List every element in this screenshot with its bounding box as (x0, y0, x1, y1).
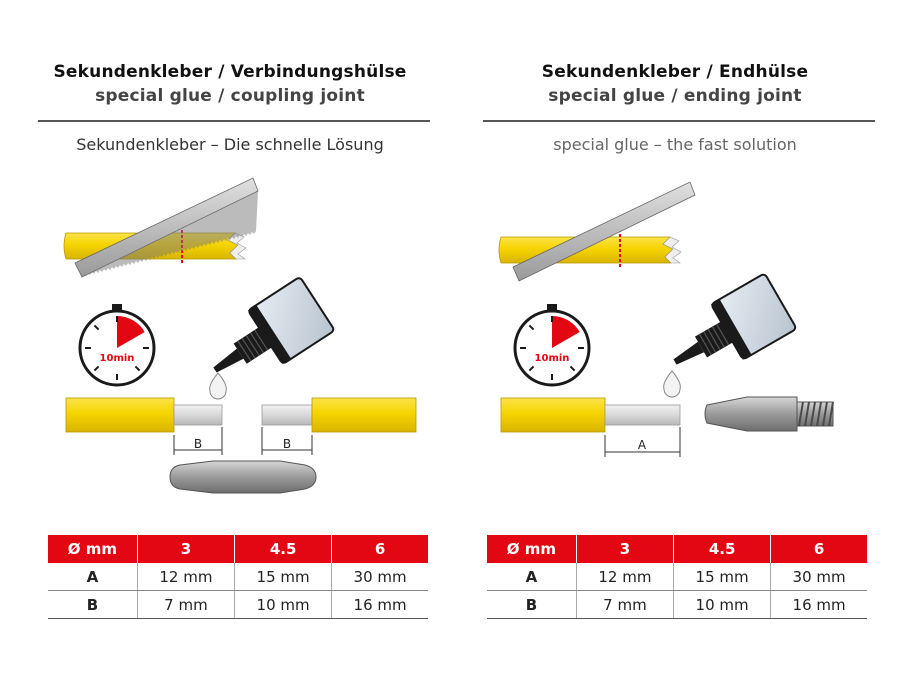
row-label: A (48, 563, 138, 591)
table-cell: 30 mm (331, 563, 428, 591)
table-row: A 12 mm 15 mm 30 mm (487, 563, 867, 591)
dimension-lines (604, 427, 681, 457)
title-german: Sekundenkleber / Verbindungshülse (53, 62, 407, 82)
panel-coupling-joint: Sekundenkleber / Verbindungshülse specia… (30, 0, 430, 686)
table-cell: 7 mm (136, 590, 235, 619)
title-english: special glue / ending joint (548, 86, 802, 106)
row-label: A (487, 563, 577, 591)
title-german: Sekundenkleber / Endhülse (541, 62, 809, 82)
table-cell: 16 mm (770, 590, 867, 619)
glue-drop-icon (209, 372, 227, 400)
dim-label-b: B (194, 437, 202, 451)
timer-icon (78, 304, 156, 387)
header-cell: Ø mm (48, 535, 138, 563)
table-row: B 7 mm 10 mm 16 mm (48, 590, 428, 619)
glue-bottle-icon (673, 273, 797, 365)
table-cell: 15 mm (673, 563, 771, 591)
coupling-illustration: 10min (63, 177, 417, 494)
table-cell: 16 mm (331, 590, 428, 619)
saw-icon (512, 181, 696, 282)
header-cell: 6 (331, 535, 428, 563)
subtitle: special glue – the fast solution (553, 135, 797, 154)
table-cell: 10 mm (673, 590, 771, 619)
dimension-lines (173, 427, 313, 455)
timer-icon (513, 304, 591, 387)
table-header: Ø mm 3 4.5 6 (48, 535, 428, 563)
subtitle: Sekundenkleber – Die schnelle Lösung (76, 135, 384, 154)
divider (38, 120, 430, 122)
tube-with-rod (500, 397, 681, 433)
spec-table: Ø mm 3 4.5 6 A 12 mm 15 mm 30 mm B 7 mm … (48, 535, 428, 619)
ending-illustration: 10min (498, 181, 834, 457)
header-cell: 6 (770, 535, 867, 563)
panel-ending-joint: Sekundenkleber / Endhülse special glue /… (475, 0, 875, 686)
table-row: B 7 mm 10 mm 16 mm (487, 590, 867, 619)
table-cell: 30 mm (770, 563, 867, 591)
timer-label: 10min (535, 353, 570, 364)
header-cell: 4.5 (673, 535, 771, 563)
row-label: B (487, 590, 577, 619)
coupling-sleeve-icon (169, 460, 317, 494)
header-cell: 4.5 (234, 535, 332, 563)
ending-sleeve-icon (704, 396, 834, 432)
header-cell: 3 (575, 535, 674, 563)
spec-table: Ø mm 3 4.5 6 A 12 mm 15 mm 30 mm B 7 mm … (487, 535, 867, 619)
left-tube (65, 397, 223, 433)
glue-drop-icon (663, 370, 681, 398)
table-cell: 10 mm (234, 590, 332, 619)
row-label: B (48, 590, 138, 619)
table-cell: 12 mm (575, 563, 674, 591)
dim-label-a: A (638, 438, 647, 452)
header-cell: 3 (136, 535, 235, 563)
right-tube (261, 397, 417, 433)
glue-bottle-icon (213, 277, 335, 373)
header-cell: Ø mm (487, 535, 577, 563)
dim-label-b: B (283, 437, 291, 451)
title-english: special glue / coupling joint (95, 86, 365, 106)
table-cell: 15 mm (234, 563, 332, 591)
table-row: A 12 mm 15 mm 30 mm (48, 563, 428, 591)
saw-icon (74, 177, 259, 278)
table-header: Ø mm 3 4.5 6 (487, 535, 867, 563)
table-cell: 12 mm (136, 563, 235, 591)
table-cell: 7 mm (575, 590, 674, 619)
divider (483, 120, 875, 122)
timer-label: 10min (100, 353, 135, 364)
